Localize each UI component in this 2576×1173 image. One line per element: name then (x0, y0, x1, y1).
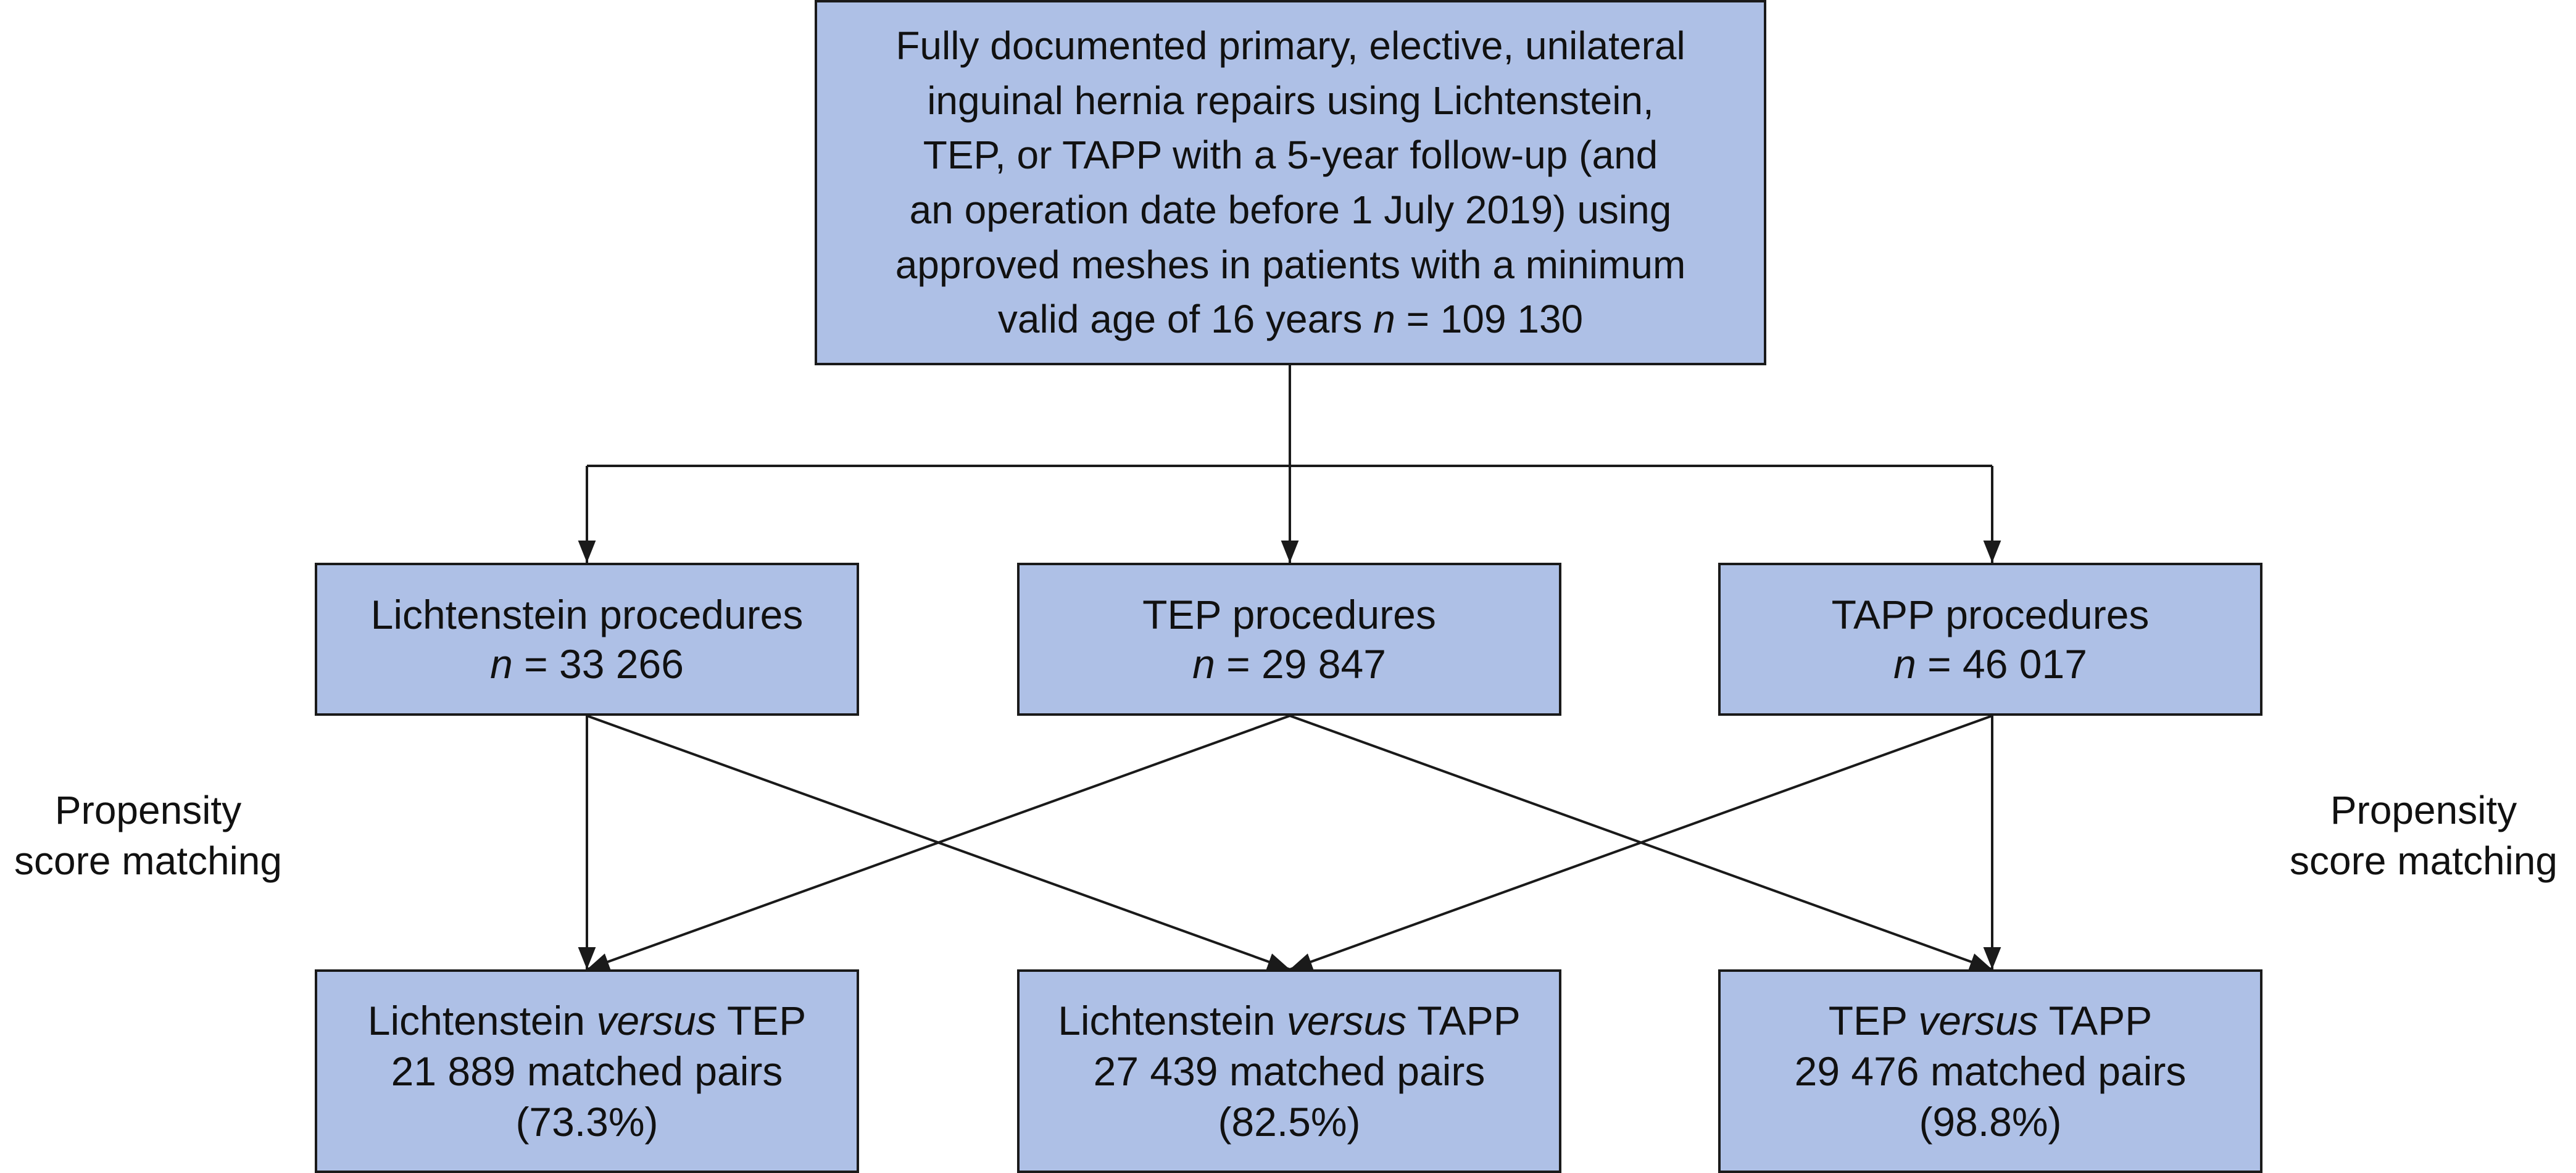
matched-pairs: 29 476 matched pairs (1794, 1048, 2187, 1094)
comparison-left: TEP (1828, 998, 1919, 1043)
population-line: Fully documented primary, elective, unil… (895, 23, 1685, 68)
lichtenstein-vs-tapp-box: Lichtenstein versus TAPP 27 439 matched … (1017, 969, 1561, 1173)
comparison-title: Lichtenstein versus TEP (368, 995, 806, 1046)
propensity-label-left: Propensity score matching (0, 785, 296, 886)
tep-procedures-box: TEP procedures n = 29 847 (1017, 563, 1561, 716)
comparison-versus: versus (596, 998, 717, 1043)
lichtenstein-vs-tep-box: Lichtenstein versus TEP 21 889 matched p… (315, 969, 859, 1173)
population-count-line: valid age of 16 years n = 109 130 (998, 292, 1583, 347)
comparison-versus: versus (1286, 998, 1407, 1043)
matched-pairs: 21 889 matched pairs (391, 1048, 783, 1094)
procedure-n-label: n (1893, 641, 1916, 687)
matched-pairs: 27 439 matched pairs (1093, 1048, 1485, 1094)
population-line: an operation date before 1 July 2019) us… (909, 188, 1672, 232)
population-line: TEP, or TAPP with a 5-year follow-up (an… (923, 133, 1658, 178)
comparison-title: Lichtenstein versus TAPP (1058, 995, 1521, 1046)
arrow-tapp-to-l-vs-tapp (1289, 715, 1993, 971)
study-population-box: Fully documented primary, elective, unil… (815, 0, 1766, 365)
comparison-left: Lichtenstein (1058, 998, 1287, 1043)
procedure-count: n = 29 847 (1192, 639, 1386, 689)
population-n-label: n (1373, 297, 1395, 342)
side-label-line: Propensity (54, 788, 242, 832)
procedure-n-label: n (1192, 641, 1215, 687)
population-last-text: valid age of 16 years (997, 297, 1374, 342)
comparison-title: TEP versus TAPP (1829, 995, 2153, 1046)
comparison-versus: versus (1918, 998, 2038, 1043)
population-line: inguinal hernia repairs using Lichtenste… (927, 78, 1654, 123)
procedure-n-value: = 46 017 (1916, 641, 2087, 687)
tep-vs-tapp-box: TEP versus TAPP 29 476 matched pairs (98… (1718, 969, 2262, 1173)
side-label-line: score matching (2290, 839, 2557, 883)
tapp-procedures-box: TAPP procedures n = 46 017 (1718, 563, 2262, 716)
comparison-right: TAPP (2038, 998, 2153, 1043)
side-label-line: score matching (14, 839, 282, 883)
population-n-value: = 109 130 (1395, 297, 1584, 342)
comparison-left: Lichtenstein (367, 998, 597, 1043)
matched-percent: (98.8%) (1919, 1099, 2062, 1145)
procedure-n-label: n (490, 641, 513, 687)
propensity-label-right: Propensity score matching (2271, 785, 2576, 886)
procedure-count: n = 33 266 (490, 639, 684, 689)
procedure-n-value: = 29 847 (1215, 641, 1386, 687)
matched-percent: (73.3%) (515, 1099, 659, 1145)
procedure-n-value: = 33 266 (512, 641, 684, 687)
procedure-title: Lichtenstein procedures (370, 592, 804, 637)
matched-percent: (82.5%) (1218, 1099, 1361, 1145)
comparison-right: TAPP (1406, 998, 1521, 1043)
arrow-tep-to-l-vs-tep (586, 715, 1290, 971)
population-line: approved meshes in patients with a minim… (895, 242, 1686, 287)
lichtenstein-procedures-box: Lichtenstein procedures n = 33 266 (315, 563, 859, 716)
side-label-line: Propensity (2330, 788, 2517, 832)
procedure-count: n = 46 017 (1893, 639, 2087, 689)
comparison-right: TEP (716, 998, 807, 1043)
procedure-title: TAPP procedures (1831, 592, 2150, 637)
procedure-title: TEP procedures (1142, 592, 1436, 637)
